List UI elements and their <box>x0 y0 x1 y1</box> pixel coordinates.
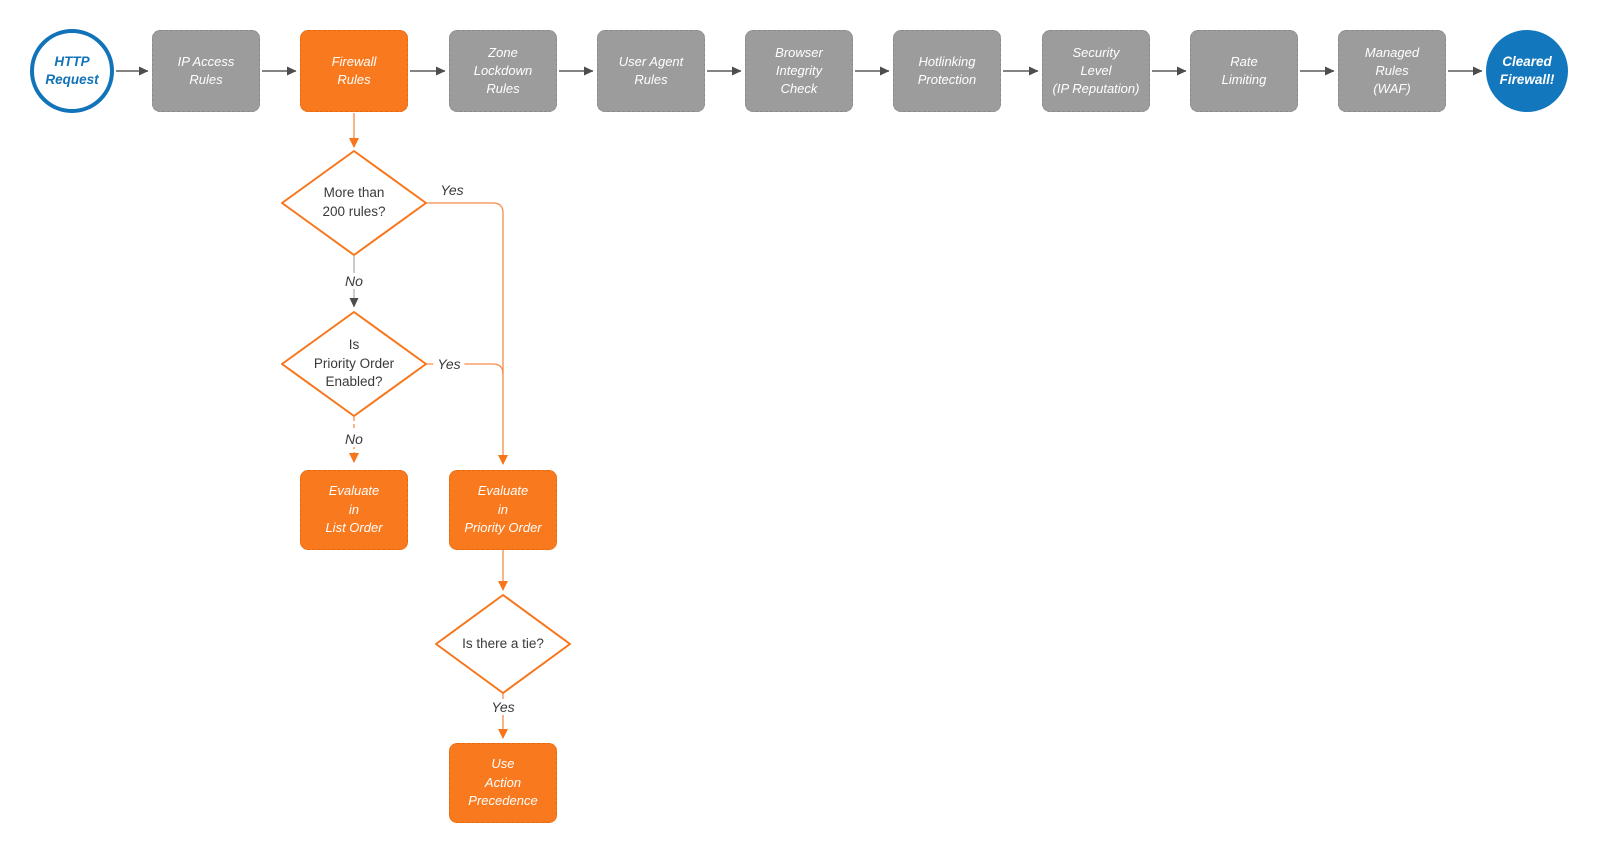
edge-decision2-yes <box>426 363 504 375</box>
action-evaluate-priority-order-label: Evaluate in Priority Order <box>464 482 542 536</box>
decision-more-than-200-rules-label: More than 200 rules? <box>322 185 386 219</box>
node-zone-lockdown-rules: Zone Lockdown Rules <box>449 30 557 112</box>
node-http-request: HTTP Request <box>30 29 114 113</box>
node-hotlinking-protection-label: Hotlinking Protection <box>917 53 977 87</box>
decision-is-there-a-tie-label: Is there a tie? <box>462 635 544 651</box>
node-cleared-firewall-label: Cleared Firewall! <box>1499 53 1555 87</box>
node-user-agent-rules-label: User Agent Rules <box>618 53 684 87</box>
node-ip-access-rules-label: IP Access Rules <box>177 53 235 87</box>
node-managed-rules-waf: Managed Rules (WAF) <box>1338 30 1446 112</box>
edge-label-decision1-no: No <box>341 273 367 289</box>
node-http-request-label: HTTP Request <box>45 53 99 87</box>
node-rate-limiting-label: Rate Limiting <box>1221 53 1267 87</box>
edge-label-decision1-yes: Yes <box>436 182 468 198</box>
node-firewall-rules-label: Firewall Rules <box>331 53 377 87</box>
node-security-level: Security Level (IP Reputation) <box>1042 30 1150 112</box>
action-evaluate-list-order-label: Evaluate in List Order <box>325 482 383 536</box>
node-security-level-label: Security Level (IP Reputation) <box>1052 44 1140 97</box>
node-hotlinking-protection: Hotlinking Protection <box>893 30 1001 112</box>
action-evaluate-list-order: Evaluate in List Order <box>300 470 408 550</box>
node-firewall-rules: Firewall Rules <box>300 30 408 112</box>
node-ip-access-rules: IP Access Rules <box>152 30 260 112</box>
decision-priority-order-enabled-shape <box>281 311 427 417</box>
node-rate-limiting: Rate Limiting <box>1190 30 1298 112</box>
edge-label-decision2-yes: Yes <box>433 356 465 372</box>
edge-label-decision2-no: No <box>341 431 367 447</box>
node-cleared-firewall: Cleared Firewall! <box>1486 30 1568 112</box>
edge-label-decision3-yes: Yes <box>487 699 519 715</box>
node-zone-lockdown-rules-label: Zone Lockdown Rules <box>473 44 533 97</box>
decision-is-there-a-tie-shape <box>435 594 571 694</box>
node-managed-rules-waf-label: Managed Rules (WAF) <box>1364 44 1420 97</box>
node-browser-integrity-check: Browser Integrity Check <box>745 30 853 112</box>
action-use-action-precedence-label: Use Action Precedence <box>468 755 538 809</box>
node-browser-integrity-check-label: Browser Integrity Check <box>775 44 823 97</box>
action-evaluate-priority-order: Evaluate in Priority Order <box>449 470 557 550</box>
decision-priority-order-enabled-label: Is Priority Order Enabled? <box>313 336 395 390</box>
decision-more-than-200-rules-shape <box>281 150 427 256</box>
action-use-action-precedence: Use Action Precedence <box>449 743 557 823</box>
node-user-agent-rules: User Agent Rules <box>597 30 705 112</box>
edge-decision1-yes <box>426 202 508 465</box>
